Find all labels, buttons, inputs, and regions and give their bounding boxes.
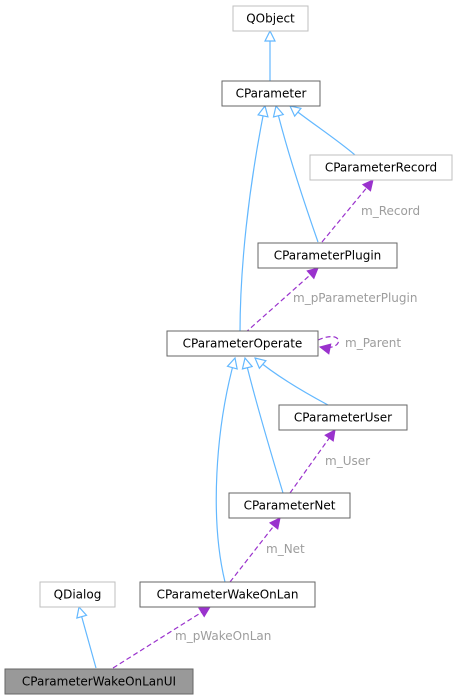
edge-label-m-record: m_Record: [361, 204, 420, 218]
node-cparameterwakeonlanui-label: CParameterWakeOnLanUI: [22, 675, 176, 689]
node-cparameterrecord-label: CParameterRecord: [325, 161, 437, 175]
node-cparameteroperate[interactable]: CParameterOperate: [166, 330, 319, 357]
node-qobject[interactable]: QObject: [232, 5, 309, 32]
edge-label-m-parent: m_Parent: [345, 336, 401, 350]
edge-pparameterplugin-member: [244, 268, 318, 334]
edge-label-m-net: m_Net: [266, 542, 305, 556]
node-cparameterwakeonlan-label: CParameterWakeOnLan: [157, 588, 299, 602]
node-qdialog-label: QDialog: [54, 588, 102, 602]
node-cparameteruser[interactable]: CParameterUser: [278, 404, 408, 431]
edge-label-m-pparameterplugin: m_pParameterPlugin: [293, 291, 417, 305]
edge-cparameteroperate-to-cparameter: [239, 106, 265, 334]
node-cparameternet[interactable]: CParameterNet: [228, 492, 351, 519]
edge-cparameterwakeonlanui-to-qdialog: [79, 607, 97, 669]
edge-cparameterplugin-to-cparameter: [276, 106, 319, 243]
node-cparameterplugin-label: CParameterPlugin: [274, 249, 382, 263]
edge-cparameternet-to-cparameteroperate: [245, 358, 284, 494]
edge-cparameterwakeonlan-to-cparameteroperate: [215, 358, 235, 583]
edge-cparameterrecord-to-cparameter: [290, 106, 356, 156]
edge-user-member: [289, 430, 335, 494]
node-cparameter[interactable]: CParameter: [221, 80, 321, 107]
node-cparameterwakeonlan[interactable]: CParameterWakeOnLan: [139, 581, 316, 608]
edge-label-m-pwakeonlan: m_pWakeOnLan: [175, 629, 271, 643]
node-cparameterplugin[interactable]: CParameterPlugin: [257, 242, 398, 269]
node-cparameter-label: CParameter: [236, 87, 307, 101]
edge-net-member: [229, 518, 280, 583]
edge-pwakeonlan-member: [112, 607, 210, 669]
node-qobject-label: QObject: [246, 12, 295, 26]
edge-label-m-user: m_User: [325, 454, 370, 468]
node-cparameteruser-label: CParameterUser: [294, 411, 392, 425]
edge-record-member: [321, 180, 373, 243]
node-cparameternet-label: CParameterNet: [244, 499, 336, 513]
edge-parent-member: [317, 336, 339, 348]
node-cparameterwakeonlanui[interactable]: CParameterWakeOnLanUI: [4, 668, 194, 695]
node-cparameteroperate-label: CParameterOperate: [183, 337, 303, 351]
node-qdialog[interactable]: QDialog: [39, 581, 116, 608]
node-cparameterrecord[interactable]: CParameterRecord: [309, 154, 453, 181]
edge-cparameteruser-to-cparameteroperate: [255, 358, 329, 406]
